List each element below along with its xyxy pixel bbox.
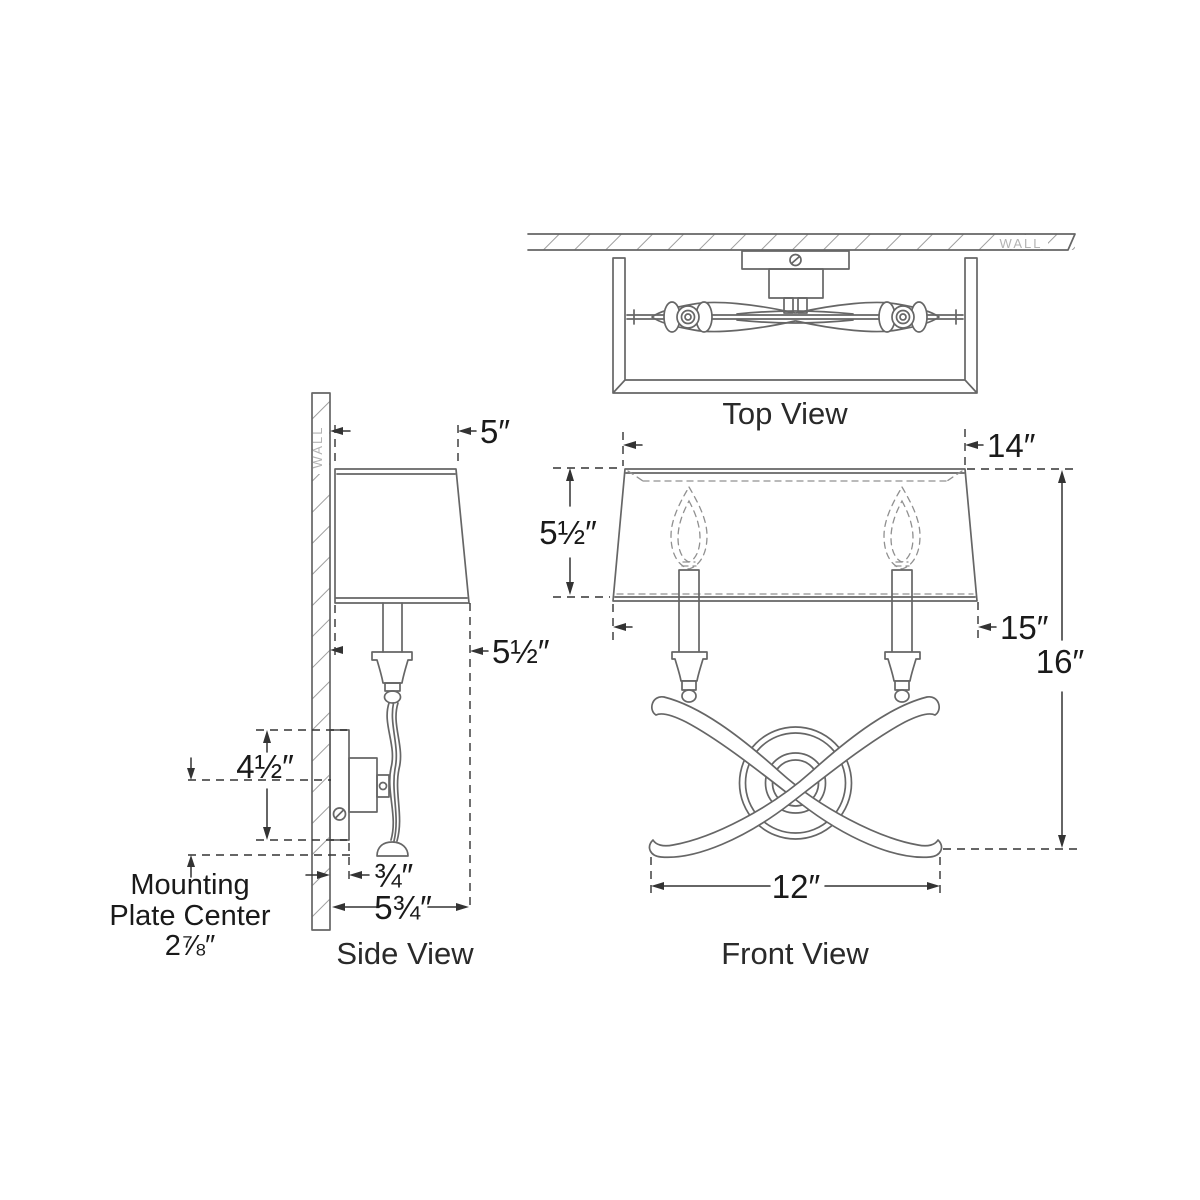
dim-overall-height: 16″: [1036, 643, 1085, 680]
stem-side: [382, 602, 403, 653]
top-view-drawing: WALL Top View: [527, 233, 1076, 431]
wall-label-top: WALL: [1000, 236, 1043, 251]
dim-shade-bottom-width: 15″: [1000, 609, 1049, 646]
screw-side: [332, 807, 347, 821]
top-view-label: Top View: [722, 396, 848, 431]
dim-shade-top-width: 14″: [987, 427, 1036, 464]
dim-shade-top-depth: 5″: [480, 413, 510, 450]
mounting-plate-side: [329, 729, 350, 841]
crossbar-top: [626, 309, 964, 325]
mounting-note-line2: Plate Center: [109, 900, 271, 932]
side-view-label: Side View: [336, 936, 474, 971]
screw-top: [789, 253, 802, 267]
arm-side: [386, 702, 402, 842]
shade-front: [612, 468, 978, 602]
side-view-drawing: WALL 5″ 5½″ 4½″: [109, 392, 550, 971]
canopy-top: [768, 268, 824, 299]
wall-hatch-top: WALL: [527, 233, 1076, 251]
cup-left-front: [671, 651, 708, 703]
cup-ball-side: [383, 690, 402, 704]
side-dimensions: 5″ 5½″ 4½″ Mounting Plate Center 2⅞″ ¾″ …: [109, 413, 549, 962]
backplate-front: [738, 726, 853, 840]
candle-right: [883, 486, 921, 653]
wall-hatch-side: WALL: [310, 392, 331, 931]
cup-right-front: [884, 651, 921, 703]
cup-right-top: [878, 301, 928, 333]
candle-left: [670, 485, 708, 653]
dim-overall-depth: 5¾″: [374, 889, 432, 926]
shade-side: [334, 468, 470, 604]
arm-right-top: [795, 301, 940, 333]
wall-label-side: WALL: [310, 426, 325, 469]
dim-plate-thickness: ¾″: [374, 857, 414, 894]
front-view-drawing: 14″ 5½″ 15″ 16″ 12″ Front View: [539, 427, 1084, 971]
cup-side: [371, 651, 413, 684]
dim-shade-drop: 5½″: [492, 633, 550, 670]
mounting-note-line1: Mounting: [130, 869, 249, 901]
dim-mounting-plate-center: 2⅞″: [165, 930, 216, 962]
cup-left-top: [663, 301, 713, 333]
arm-foot-side: [376, 841, 409, 857]
dim-arm-spread: 12″: [772, 868, 821, 905]
dim-shade-height: 5½″: [539, 514, 597, 551]
dim-backplate-height: 4½″: [236, 748, 294, 785]
front-dimensions: 14″ 5½″ 15″ 16″ 12″: [539, 427, 1084, 905]
fitter-side: [348, 757, 378, 813]
shade-frame-top: [612, 257, 978, 394]
arm-left-front: [651, 696, 943, 859]
arm-left-top: [651, 301, 796, 333]
front-view-label: Front View: [721, 936, 869, 971]
